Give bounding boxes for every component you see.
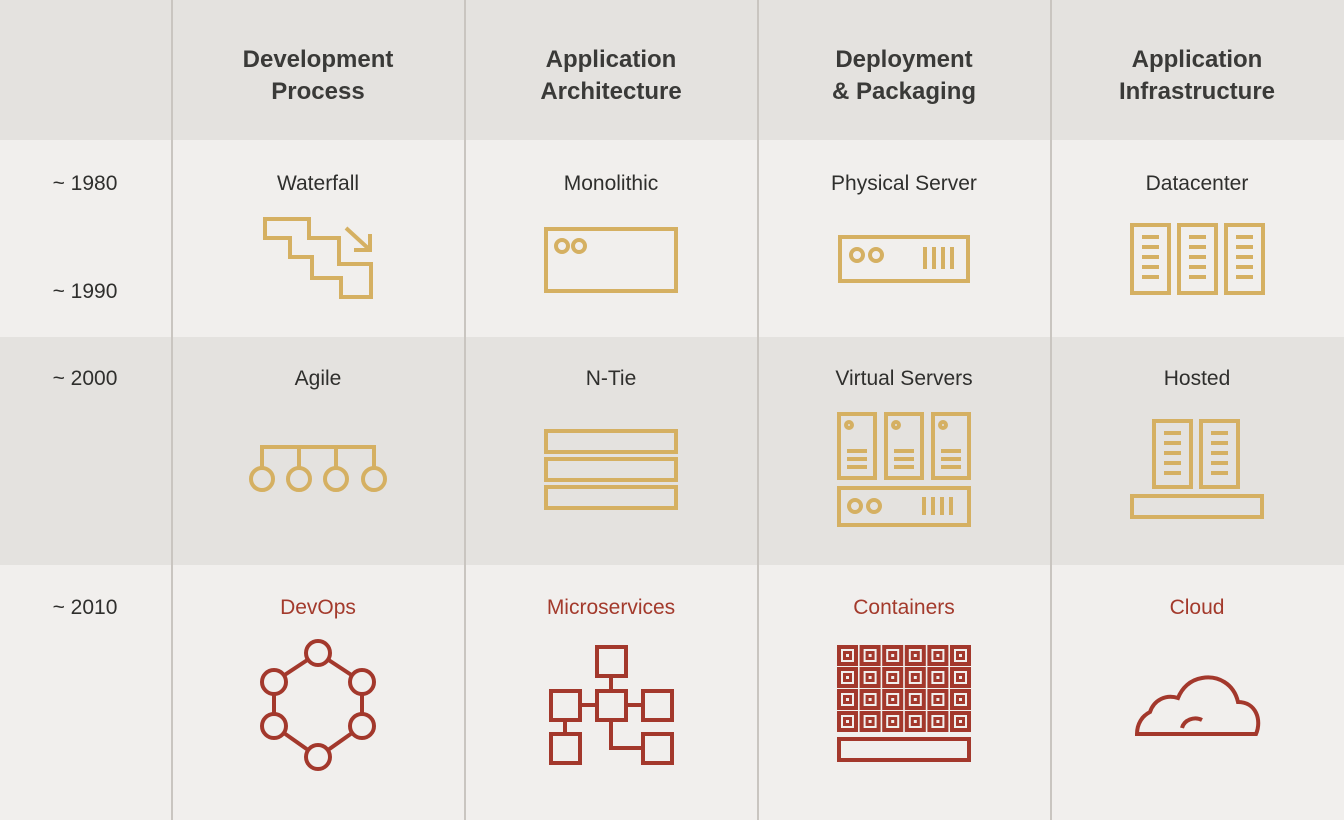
- container-cell: [950, 667, 971, 688]
- label-microservices: Microservices: [546, 596, 676, 619]
- container-cell-inner: [910, 651, 920, 660]
- label-monolithic: Monolithic: [563, 172, 659, 195]
- container-cell-inner: [956, 651, 965, 660]
- container-cell: [859, 645, 881, 666]
- column-divider: [1050, 0, 1052, 820]
- waterfall-stairs-icon: [263, 217, 373, 299]
- container-cell: [904, 711, 926, 732]
- container-cell-inner: [956, 717, 965, 726]
- row-1980s: [0, 140, 1344, 337]
- column-divider: [171, 0, 173, 820]
- container-cell: [927, 667, 949, 688]
- container-cell: [837, 667, 858, 688]
- header-row: [0, 0, 1344, 140]
- container-cell: [859, 667, 881, 688]
- label-cloud: Cloud: [1169, 596, 1225, 619]
- header-application-infrastructure: Application Infrastructure: [1052, 44, 1342, 108]
- container-cell-inner: [865, 717, 875, 726]
- label-containers: Containers: [853, 596, 955, 619]
- label-agile: Agile: [294, 367, 342, 390]
- label-devops: DevOps: [280, 596, 356, 619]
- container-cell: [837, 711, 858, 732]
- container-cell: [950, 645, 971, 666]
- datacenter-racks-icon: [1130, 223, 1265, 295]
- container-cell: [927, 645, 949, 666]
- header-deployment-packaging: Deployment & Packaging: [759, 44, 1049, 108]
- container-cell: [882, 667, 904, 688]
- microservices-tree-icon: [549, 645, 674, 765]
- container-cell-inner: [888, 651, 898, 660]
- container-cell-inner: [910, 717, 920, 726]
- containers-grid-icon: [837, 645, 971, 762]
- header-application-architecture: Application Architecture: [466, 44, 756, 108]
- container-cell-inner: [933, 651, 943, 660]
- container-cell-inner: [933, 673, 943, 682]
- container-cell-inner: [865, 695, 875, 704]
- container-cell: [904, 689, 926, 710]
- header-line: Deployment & Packaging: [831, 46, 977, 105]
- label-virtual-servers: Virtual Servers: [835, 367, 973, 390]
- container-cell-inner: [888, 717, 898, 726]
- container-cell: [882, 689, 904, 710]
- container-cell-inner: [956, 673, 965, 682]
- monolith-box-icon: [544, 227, 678, 293]
- container-cell-inner: [910, 673, 920, 682]
- era-1980: ~ 1980: [52, 172, 118, 195]
- container-cell: [882, 711, 904, 732]
- label-n-tie: N-Tie: [585, 367, 637, 390]
- container-cell-inner: [933, 717, 943, 726]
- virtual-servers-icon: [837, 412, 971, 527]
- container-cell: [904, 645, 926, 666]
- container-cell: [950, 689, 971, 710]
- container-cell-inner: [933, 695, 943, 704]
- hosted-racks-icon: [1130, 419, 1264, 519]
- header-line: Application Architecture: [540, 46, 682, 105]
- container-cell: [837, 645, 858, 666]
- container-cell-inner: [910, 695, 920, 704]
- container-cell-inner: [843, 695, 852, 704]
- header-development-process: Development Process: [173, 44, 463, 108]
- container-cell: [927, 711, 949, 732]
- container-cell-inner: [888, 695, 898, 704]
- agile-nodes-icon: [249, 445, 387, 492]
- container-cell: [927, 689, 949, 710]
- container-cell-inner: [888, 673, 898, 682]
- header-line: Application Infrastructure: [1118, 46, 1276, 105]
- label-physical-server: Physical Server: [831, 172, 977, 195]
- era-2010: ~ 2010: [52, 596, 118, 619]
- devops-hexagon-icon: [260, 639, 376, 771]
- container-cell: [837, 689, 858, 710]
- cloud-icon: [1134, 675, 1261, 736]
- label-hosted: Hosted: [1163, 367, 1231, 390]
- container-cell: [859, 689, 881, 710]
- label-datacenter: Datacenter: [1145, 172, 1249, 195]
- column-divider: [757, 0, 759, 820]
- n-tier-layers-icon: [544, 429, 678, 510]
- container-cell-inner: [865, 651, 875, 660]
- container-cell-inner: [865, 673, 875, 682]
- label-waterfall: Waterfall: [276, 172, 360, 195]
- container-cell-inner: [843, 651, 852, 660]
- header-line: Development Process: [242, 46, 394, 105]
- container-cell-inner: [956, 695, 965, 704]
- physical-server-icon: [838, 235, 970, 283]
- container-cell: [904, 667, 926, 688]
- era-2000: ~ 2000: [52, 367, 118, 390]
- column-divider: [464, 0, 466, 820]
- container-cell-inner: [843, 673, 852, 682]
- container-cell: [859, 711, 881, 732]
- container-cell: [950, 711, 971, 732]
- era-1990: ~ 1990: [52, 280, 118, 303]
- container-cell: [882, 645, 904, 666]
- container-cell-inner: [843, 717, 852, 726]
